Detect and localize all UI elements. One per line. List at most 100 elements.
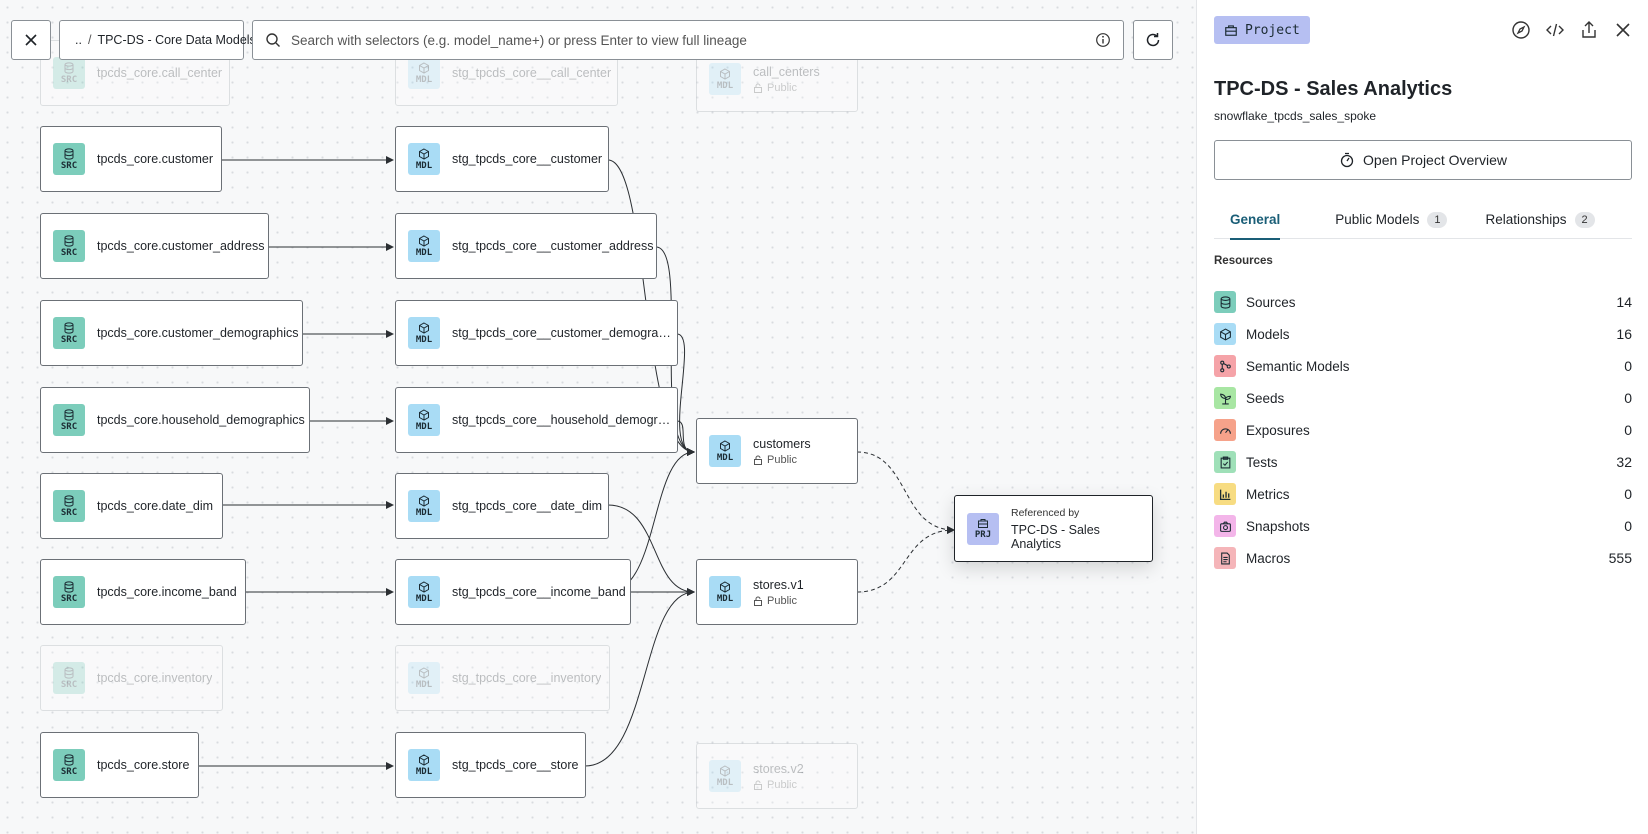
staging-model-node[interactable]: MDL stg_tpcds_core__household_demogr…: [395, 387, 678, 453]
resource-label: Tests: [1246, 454, 1278, 470]
lineage-search[interactable]: [252, 20, 1124, 60]
database-icon: [64, 408, 74, 421]
database-icon: [64, 753, 74, 766]
gauge-icon: [1214, 419, 1236, 441]
briefcase-icon: [1225, 25, 1237, 36]
node-label: stg_tpcds_core__household_demogr…: [452, 413, 671, 427]
model-badge: MDL: [709, 63, 741, 95]
source-node[interactable]: SRC tpcds_core.income_band: [40, 559, 246, 625]
resource-row-sources[interactable]: Sources 14: [1214, 286, 1632, 318]
staging-model-node[interactable]: MDL stg_tpcds_core__customer: [395, 126, 609, 192]
resource-row-macros[interactable]: Macros 555: [1214, 542, 1632, 574]
project-detail-panel: Project TPC-DS - Sales Analytics snowfla…: [1196, 0, 1648, 834]
camera-icon: [1214, 515, 1236, 537]
access-label: Public: [753, 595, 804, 607]
briefcase-icon: [978, 519, 988, 528]
share-icon[interactable]: [1578, 19, 1600, 41]
database-icon: [64, 580, 74, 593]
cube-icon: [419, 147, 429, 160]
panel-title: TPC-DS - Sales Analytics: [1214, 78, 1453, 100]
staging-model-node[interactable]: MDL stg_tpcds_core__date_dim: [395, 473, 609, 539]
resource-row-metrics[interactable]: Metrics 0: [1214, 478, 1632, 510]
cube-icon: [419, 321, 429, 334]
info-icon[interactable]: [1095, 32, 1111, 48]
bar-chart-icon: [1214, 483, 1236, 505]
cube-icon: [419, 234, 429, 247]
model-badge: MDL: [408, 143, 440, 175]
database-icon: [64, 321, 74, 334]
access-label: Public: [753, 82, 820, 94]
source-node[interactable]: SRC tpcds_core.inventory: [40, 645, 223, 711]
source-badge: SRC: [53, 143, 85, 175]
source-node[interactable]: SRC tpcds_core.date_dim: [40, 473, 223, 539]
tab-general[interactable]: General: [1230, 200, 1281, 240]
source-node[interactable]: SRC tpcds_core.customer_address: [40, 213, 269, 279]
cube-icon: [720, 580, 730, 593]
breadcrumb-root[interactable]: ..: [75, 33, 82, 47]
node-label: stg_tpcds_core__date_dim: [452, 499, 603, 513]
node-label: stg_tpcds_core__customer_demogra…: [452, 326, 671, 340]
node-label: tpcds_core.customer_address: [97, 239, 265, 253]
resource-row-models[interactable]: Models 16: [1214, 318, 1632, 350]
clipboard-check-icon: [1214, 451, 1236, 473]
tab-count-badge: 1: [1427, 211, 1448, 228]
compass-icon[interactable]: [1510, 19, 1532, 41]
staging-model-node[interactable]: MDL stg_tpcds_core__store: [395, 732, 586, 798]
source-badge: SRC: [53, 57, 85, 89]
close-icon: [25, 34, 37, 46]
staging-model-node[interactable]: MDL stg_tpcds_core__customer_address: [395, 213, 657, 279]
breadcrumb[interactable]: .. / TPC-DS - Core Data Models: [59, 20, 256, 60]
staging-model-node[interactable]: MDL stg_tpcds_core__customer_demogra…: [395, 300, 678, 366]
model-badge: MDL: [408, 576, 440, 608]
source-node[interactable]: SRC tpcds_core.household_demographics: [40, 387, 310, 453]
resource-count: 32: [1616, 454, 1632, 470]
model-badge: MDL: [408, 57, 440, 89]
resource-row-tests[interactable]: Tests 32: [1214, 446, 1632, 478]
staging-model-node[interactable]: MDL stg_tpcds_core__inventory: [395, 645, 610, 711]
close-icon[interactable]: [1612, 19, 1634, 41]
cube-icon: [419, 580, 429, 593]
open-project-overview-button[interactable]: Open Project Overview: [1214, 140, 1632, 180]
code-icon[interactable]: [1544, 19, 1566, 41]
node-label: tpcds_core.income_band: [97, 585, 237, 599]
source-node[interactable]: SRC tpcds_core.store: [40, 732, 199, 798]
search-input[interactable]: [291, 32, 1095, 48]
document-icon: [1214, 547, 1236, 569]
close-lineage-button[interactable]: [11, 20, 51, 60]
database-icon: [64, 494, 74, 507]
model-badge: MDL: [709, 576, 741, 608]
resource-row-seeds[interactable]: Seeds 0: [1214, 382, 1632, 414]
node-label: stg_tpcds_core__customer_address: [452, 239, 654, 253]
node-label: tpcds_core.inventory: [97, 671, 213, 685]
database-icon: [64, 147, 74, 160]
resource-count: 0: [1624, 422, 1632, 438]
model-badge: MDL: [709, 435, 741, 467]
source-badge: SRC: [53, 749, 85, 781]
source-badge: SRC: [53, 662, 85, 694]
cube-icon: [419, 666, 429, 679]
staging-model-node[interactable]: MDL stg_tpcds_core__income_band: [395, 559, 631, 625]
refresh-button[interactable]: [1133, 20, 1173, 60]
resource-row-semantic-models[interactable]: Semantic Models 0: [1214, 350, 1632, 382]
source-badge: SRC: [53, 576, 85, 608]
node-label: tpcds_core.store: [97, 758, 190, 772]
source-node[interactable]: SRC tpcds_core.customer_demographics: [40, 300, 303, 366]
resource-row-exposures[interactable]: Exposures 0: [1214, 414, 1632, 446]
node-label: stores.v1: [753, 577, 804, 592]
refresh-icon: [1146, 33, 1160, 47]
sprout-icon: [1214, 387, 1236, 409]
resource-count: 0: [1624, 486, 1632, 502]
resource-row-snapshots[interactable]: Snapshots 0: [1214, 510, 1632, 542]
resource-label: Metrics: [1246, 486, 1290, 502]
resource-count: 14: [1616, 294, 1632, 310]
breadcrumb-current: TPC-DS - Core Data Models: [97, 33, 256, 47]
tab-count-badge: 2: [1574, 211, 1595, 228]
lineage-canvas[interactable]: SRC tpcds_core.call_center SRC tpcds_cor…: [0, 0, 1196, 834]
source-node[interactable]: SRC tpcds_core.customer: [40, 126, 222, 192]
